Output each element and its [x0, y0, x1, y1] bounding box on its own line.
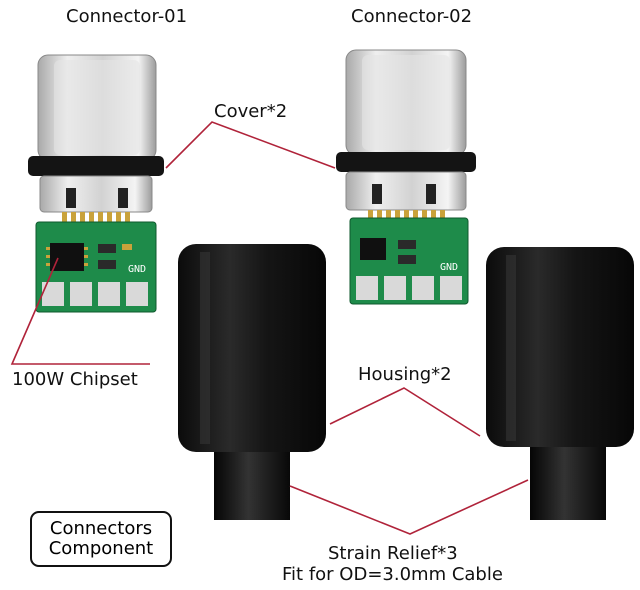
housing-label: Housing*2	[358, 364, 452, 385]
gnd-label-2: GND	[440, 262, 458, 273]
chipset-label: 100W Chipset	[12, 369, 138, 390]
connector-01-title: Connector-01	[66, 6, 188, 27]
connectors-component-badge: Connectors Component	[30, 511, 172, 567]
leader-lines	[10, 121, 529, 535]
connector-01: GND	[28, 54, 164, 313]
cover-label: Cover*2	[214, 101, 288, 122]
connector-02: GND	[336, 49, 476, 305]
housing-2	[486, 247, 634, 520]
housing-1	[178, 244, 326, 520]
badge-line-1: Connectors	[49, 518, 153, 539]
badge-line-2: Component	[48, 538, 154, 559]
strain-relief-label: Strain Relief*3	[328, 543, 458, 564]
strain-relief-fit-label: Fit for OD=3.0mm Cable	[282, 564, 503, 585]
connector-02-title: Connector-02	[351, 6, 473, 27]
gnd-label-1: GND	[128, 264, 146, 275]
